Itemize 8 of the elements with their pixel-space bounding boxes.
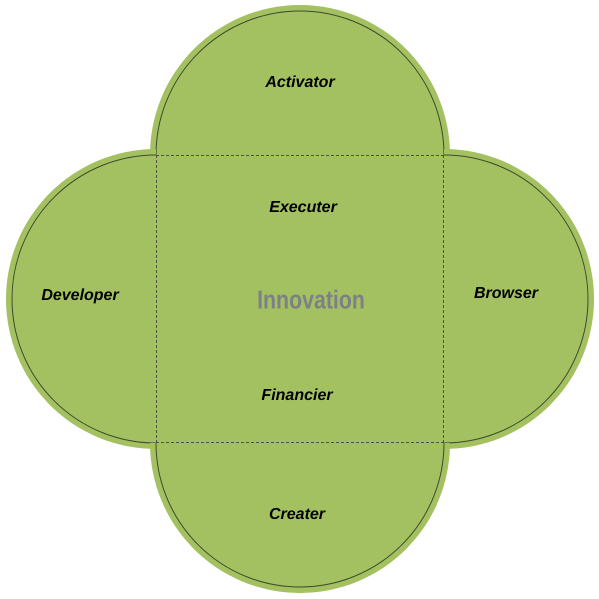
role-label: Activator	[265, 74, 335, 92]
role-label: Executer	[269, 199, 337, 217]
role-label: Developer	[41, 287, 119, 305]
role-label: Browser	[474, 285, 538, 303]
center-square	[156, 155, 444, 443]
role-label: Creater	[268, 506, 326, 524]
center-title: Innovation	[257, 286, 365, 314]
role-label: Financier	[261, 387, 333, 405]
